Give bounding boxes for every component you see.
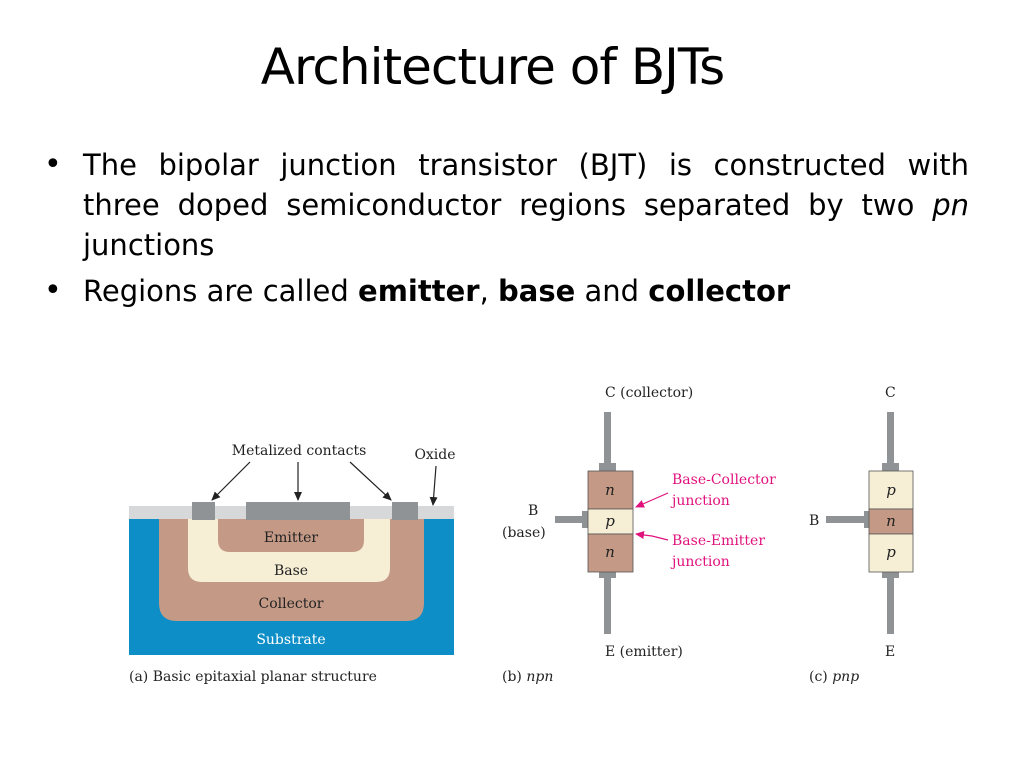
collector-lead [604,412,611,464]
bullet-text: Regions are called [83,274,359,308]
region-type-label: n [605,481,615,499]
region-type-label: p [605,512,615,530]
bullet-item: • The bipolar junction transistor (BJT) … [44,145,969,265]
bullet-dot-icon: • [44,147,62,182]
pointer-arrow [349,461,392,501]
emitter-cap [882,571,899,578]
base-cap [582,511,589,528]
region-type-label: p [886,543,896,561]
bullet-dot-icon: • [44,273,62,308]
collector-cap [882,463,899,471]
collector-terminal-label: C (collector) [605,385,693,401]
region-type-label: n [886,512,896,530]
slide-title: Architecture of BJTs [260,38,725,96]
term-emitter: emitter [358,274,480,308]
pointer-arrow [429,465,438,506]
bc-junction-label: junction [670,493,730,509]
base-lead [826,516,867,523]
emitter-lead [604,572,611,634]
emitter-lead [887,572,894,634]
emitter-terminal-label: E (emitter) [605,644,683,660]
bullet-emphasis: pn [932,188,969,222]
caption-a: (a) Basic epitaxial planar structure [129,669,377,685]
term-base: base [498,274,576,308]
bc-junction-label: Base-Collector [672,472,776,488]
metal-contacts-label: Metalized contacts [232,443,367,459]
bc-junction-pointer [635,492,669,508]
base-cap [864,511,871,528]
emitter-p-region [868,533,914,573]
caption-b: (b) npn [502,669,553,685]
bullet-item: • Regions are called emitter, base and c… [44,271,969,311]
caption-c: (c) pnp [809,669,859,685]
be-junction-label: Base-Emitter [672,533,765,549]
base-lead [555,516,584,523]
bullet-text: and [575,274,649,308]
metal-contact [392,502,418,520]
metal-contact [192,502,215,520]
emitter-n-region [587,533,634,573]
base-terminal-sublabel: (base) [502,525,546,541]
region-type-label: p [886,481,896,499]
pointer-arrow [211,461,251,501]
emitter-label: Emitter [264,530,319,546]
oxide-label: Oxide [414,447,455,463]
base-label: Base [274,563,308,579]
collector-n-region [587,470,634,510]
substrate-label: Substrate [256,632,325,648]
planar-structure: Metalized contacts Oxide Emitter Base Co… [129,443,456,685]
pnp-diagram: p n p C B E (c) pnp [809,385,914,685]
emitter-cap [599,571,616,578]
base-terminal-label: B [528,503,538,519]
collector-label: Collector [259,596,324,612]
be-junction-label: junction [670,554,730,570]
metal-contact [246,502,350,520]
emitter-terminal-label: E [885,644,895,660]
npn-diagram: n p n C (collector) B (base) E (emitter)… [502,385,776,685]
region-type-label: n [605,543,615,561]
bullet-list: • The bipolar junction transistor (BJT) … [44,145,969,317]
emitter-region [218,519,364,552]
base-n-region [868,508,914,535]
term-collector: collector [648,274,791,308]
bullet-text: , [479,274,498,308]
bullet-text: The bipolar junction transistor (BJT) is… [83,148,969,222]
collector-cap [599,463,616,471]
collector-terminal-label: C [885,385,896,401]
collector-lead [887,412,894,464]
collector-p-region [868,470,914,510]
bullet-text: junctions [83,228,215,262]
base-terminal-label: B [809,513,819,529]
be-junction-pointer [635,531,669,541]
